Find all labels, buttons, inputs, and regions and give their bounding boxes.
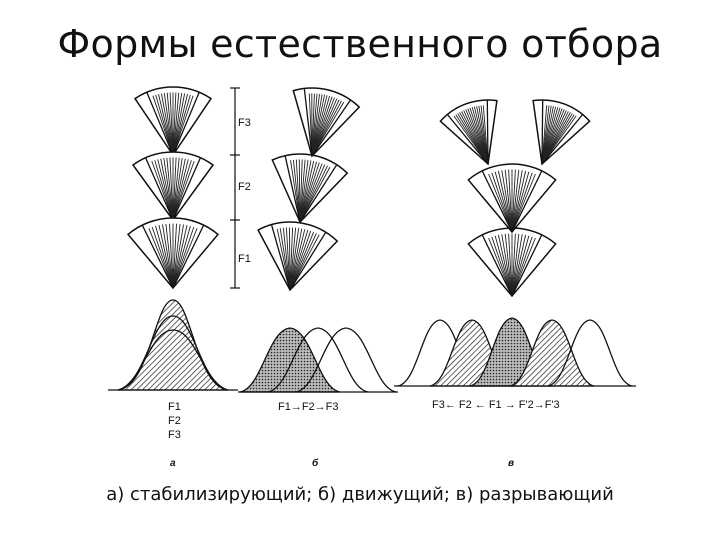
- fan-a-f1: [126, 217, 220, 290]
- fan-c-f3-left: [439, 99, 498, 166]
- fan-a-f2: [131, 151, 215, 222]
- distribution-curves: [108, 299, 636, 393]
- fan-c-f3-right: [532, 99, 591, 166]
- generation-scale: [230, 87, 240, 289]
- gen-label-f2: F2: [238, 181, 251, 193]
- fan-b-f1: [257, 221, 339, 292]
- gen-label-f1: F1: [238, 253, 251, 265]
- panel-letter-a: а: [170, 458, 176, 469]
- panel-c-legend: F3← F2 ← F1 → F'2→F'3: [432, 399, 560, 411]
- panel-letter-b: б: [312, 457, 319, 469]
- fan-diagrams: [126, 86, 591, 298]
- gen-label-f3: F3: [238, 117, 251, 129]
- fan-a-f3: [133, 86, 213, 157]
- fan-b-f2: [271, 153, 349, 224]
- fan-b-f3: [292, 87, 361, 158]
- panel-a-legend-f2: F2: [168, 415, 181, 427]
- slide-title: Формы естественного отбора: [57, 22, 663, 66]
- panel-a-legend-f3: F3: [168, 429, 181, 441]
- slide-caption: а) стабилизирующий; б) движущий; в) разр…: [106, 484, 614, 505]
- fan-c-f2: [467, 163, 557, 234]
- panel-letter-c: в: [508, 458, 514, 469]
- panel-a-legend-f1: F1: [168, 401, 181, 413]
- fan-c-f1: [467, 227, 557, 298]
- panel-b-legend: F1→F2→F3: [278, 401, 339, 413]
